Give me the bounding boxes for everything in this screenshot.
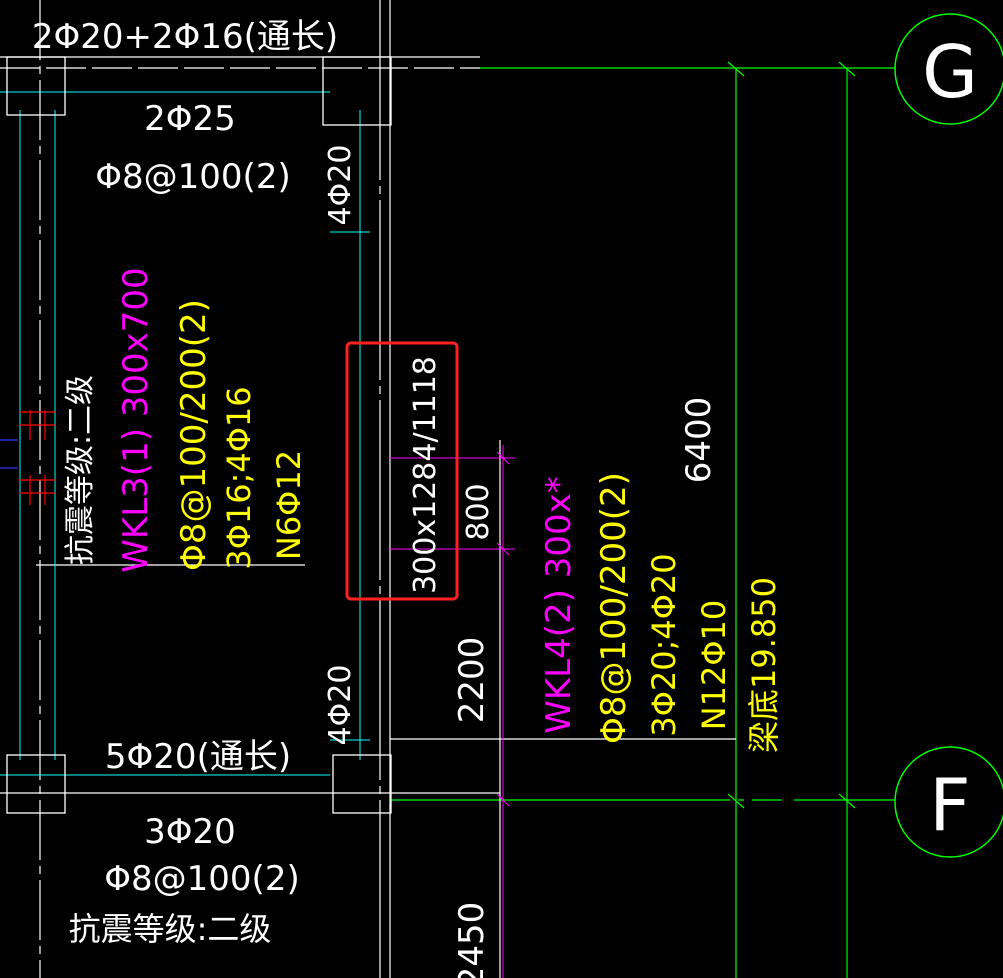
wkl3-name: WKL3(1) 300x700 [116, 267, 156, 572]
axis-bubble-circle [894, 13, 1003, 125]
tick-mark [838, 793, 856, 809]
wkl3-annotation: 抗震等级:二级 WKL3(1) 300x700 Φ8@100/200(2) 3Φ… [63, 267, 308, 572]
left-edge-marks [0, 410, 55, 505]
magenta-dimension-lines [390, 445, 515, 978]
dimension-6400: 6400 [679, 397, 719, 484]
wkl3-stirrup: Φ8@100/200(2) [174, 299, 214, 571]
column-bottom-left [6, 754, 66, 814]
dim-tick [496, 451, 510, 465]
highlight-box[interactable] [345, 341, 459, 601]
wkl4-bottom-elevation: 梁底19.850 [745, 577, 783, 753]
columns [6, 56, 392, 814]
wkl3-seismic-grade: 抗震等级:二级 [63, 375, 98, 565]
tick-mark [727, 793, 745, 809]
dimension-2200: 2200 [452, 637, 492, 724]
dim-tick [496, 793, 510, 807]
axis-label-g: G [922, 30, 978, 114]
beam-outlines [0, 0, 736, 978]
wkl3-side-bars: N6Φ12 [270, 450, 308, 560]
tick-mark [727, 61, 745, 77]
dim-tick [496, 542, 510, 556]
column-upper-note: 4Φ20 [323, 145, 358, 226]
axis-lines [390, 61, 895, 978]
axis-bubble-f[interactable]: F [894, 746, 1003, 858]
wkl4-side-bars: N12Φ10 [695, 600, 733, 731]
cyan-lines [0, 91, 370, 776]
axis-bubble-circle [894, 746, 1003, 858]
column-lower-note: 4Φ20 [323, 665, 358, 746]
section-size-text: 300x1284/1118 [408, 356, 443, 594]
column-top-right [322, 56, 392, 126]
column-bottom-right [332, 754, 392, 814]
bottom-beam-seismic-grade: 抗震等级:二级 [69, 910, 272, 948]
bottom-beam-top-bars: 5Φ20(通长) [105, 737, 291, 777]
tick-mark [838, 61, 856, 77]
axis-label-f: F [929, 763, 970, 847]
wkl4-bars: 3Φ20;4Φ20 [645, 553, 683, 736]
top-beam-top-bars: 2Φ20+2Φ16(通长) [32, 17, 338, 57]
wkl4-stirrup: Φ8@100/200(2) [594, 472, 634, 744]
bottom-beam-bottom-bars: 3Φ20 [144, 812, 236, 852]
bottom-beam-stirrups: Φ8@100(2) [104, 859, 299, 899]
wkl3-bars: 3Φ16;4Φ16 [220, 386, 258, 569]
axis-bubble-g[interactable]: G [894, 13, 1003, 125]
wkl4-name: WKL4(2) 300x* [539, 476, 579, 733]
top-beam-stirrups: Φ8@100(2) [95, 157, 290, 197]
top-beam-bottom-bars: 2Φ25 [144, 99, 236, 139]
column-top-left [6, 56, 66, 116]
wkl4-annotation: WKL4(2) 300x* Φ8@100/200(2) 3Φ20;4Φ20 N1… [539, 472, 783, 753]
dimension-2450: 2450 [452, 902, 492, 978]
dimension-800: 800 [461, 483, 496, 540]
